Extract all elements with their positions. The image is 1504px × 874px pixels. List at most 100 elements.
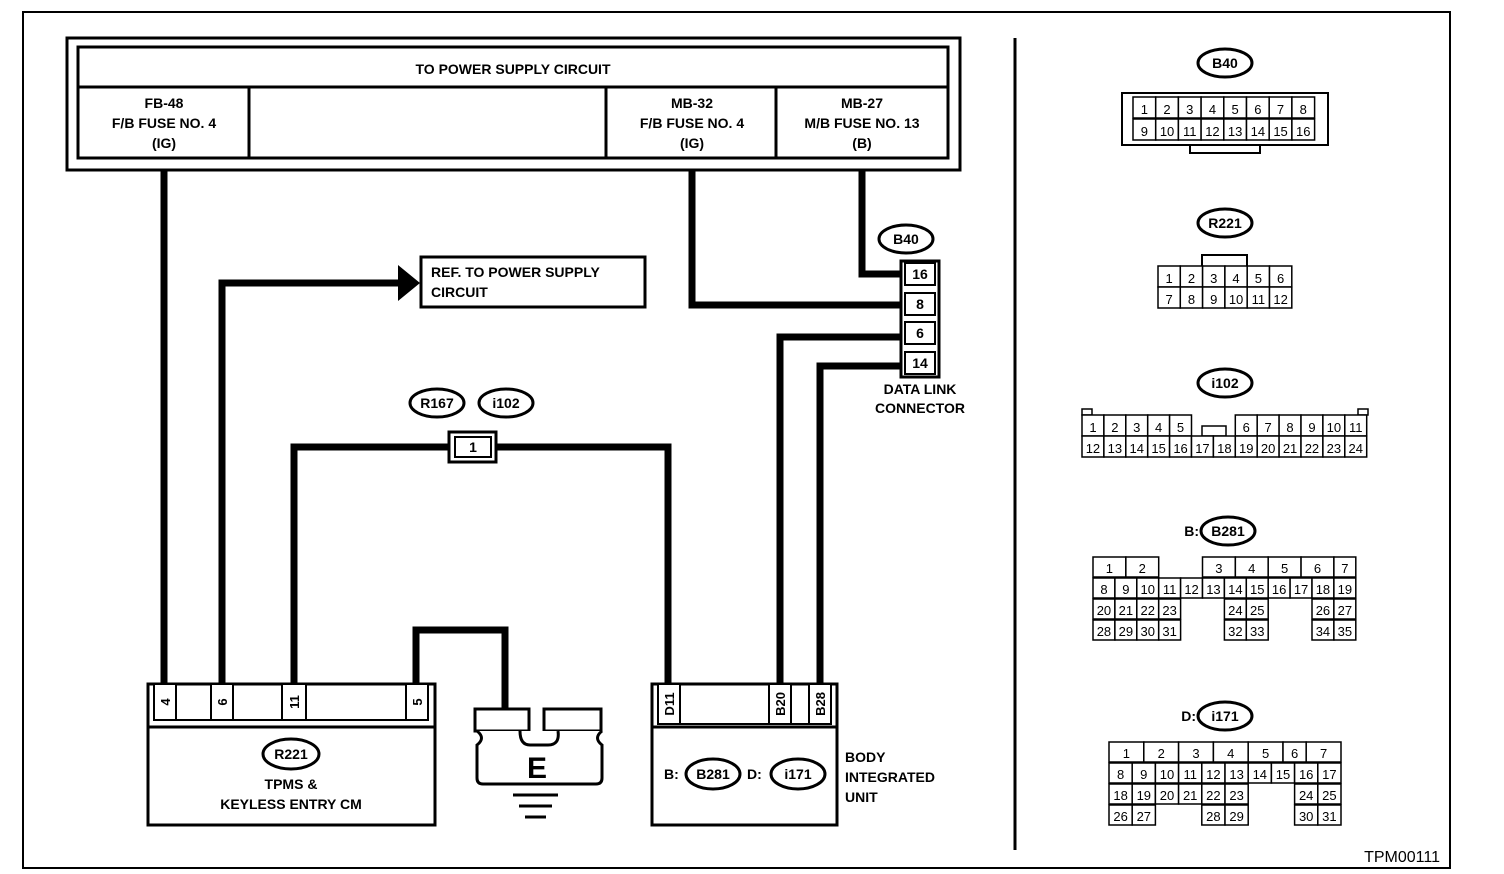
fuse-label: (B): [852, 135, 871, 151]
pin-number: 19: [1137, 788, 1151, 803]
diagram-id-code: TPM00111: [1364, 849, 1440, 866]
pin-number: 18: [1217, 441, 1231, 456]
tag-prefix: D:: [747, 766, 762, 782]
pin-cell: [1305, 741, 1342, 763]
pin-number: 13: [1228, 124, 1242, 139]
wire-mb32-to-dlc8: [688, 170, 902, 309]
power-supply-box: TO POWER SUPPLY CIRCUIT FB-48 F/B FUSE N…: [65, 36, 962, 172]
ref-label: REF. TO POWER SUPPLY: [431, 264, 600, 280]
pin-number: 2: [1188, 271, 1195, 286]
pin-cell: [1245, 598, 1269, 620]
connector-tag-label: i171: [784, 766, 811, 782]
pin-number: 20: [1097, 603, 1111, 618]
connector-tag-label: B281: [1211, 523, 1245, 539]
ground-icon: [513, 793, 558, 819]
pin-cell: [1131, 804, 1157, 826]
connector-tag-label: B40: [1212, 55, 1238, 71]
fuse-label: (IG): [680, 135, 704, 151]
pin-number: 5: [1255, 271, 1262, 286]
tpms-label: KEYLESS ENTRY CM: [220, 796, 362, 812]
pin-number: 23: [1327, 441, 1341, 456]
pin-number: 11: [1349, 420, 1363, 435]
pin-number: 14: [1228, 582, 1242, 597]
pin-number: 12: [1206, 767, 1220, 782]
wire-joint-to-d11: [496, 443, 672, 688]
pin-number: 34: [1316, 624, 1330, 639]
pin-number: 4: [1248, 561, 1255, 576]
connector-tag: [1196, 47, 1254, 79]
wire-pin5-to-ground: [412, 626, 509, 712]
pin-number: 11: [1163, 582, 1177, 597]
pin-cell: [1333, 598, 1357, 620]
pin-number: 32: [1228, 624, 1242, 639]
fuse-label: MB-27: [841, 95, 883, 111]
pin-number: 18: [1113, 788, 1127, 803]
pin-number: 2: [1139, 561, 1146, 576]
fuse-label: MB-32: [671, 95, 713, 111]
pin-number: 35: [1338, 624, 1352, 639]
pin-number: 16: [1299, 767, 1313, 782]
pin-number: 8: [1188, 292, 1195, 307]
connector-tag: [1199, 515, 1257, 547]
pin-number: 7: [1265, 420, 1272, 435]
pin-number: 9: [1210, 292, 1217, 307]
pin-cell: [1125, 556, 1160, 578]
pin-number: 22: [1305, 441, 1319, 456]
pin-number: 12: [1184, 582, 1198, 597]
pin-cell: [1333, 577, 1357, 599]
pin-number: 21: [1119, 603, 1133, 618]
pin-number: 22: [1141, 603, 1155, 618]
pin-number: 30: [1299, 809, 1313, 824]
pin-number: 9: [1140, 767, 1147, 782]
outer-frame: [22, 11, 1451, 869]
wires: [160, 170, 902, 712]
pin-cell: [1291, 118, 1316, 141]
pin-number: 15: [1250, 582, 1264, 597]
pin-number: 5: [1281, 561, 1288, 576]
pin-cell: [1157, 619, 1182, 641]
pin-number: 1: [1089, 420, 1096, 435]
pin-number: 1: [1141, 102, 1148, 117]
pin-cell: [1224, 804, 1249, 826]
pin-number: 16: [1173, 441, 1187, 456]
connector-tag-label: i171: [1211, 708, 1238, 724]
pin-number: 3: [1210, 271, 1217, 286]
pin-number: 24: [1228, 603, 1242, 618]
ref-power-supply-box: REF. TO POWER SUPPLY CIRCUIT: [419, 255, 647, 309]
pin-number: 6: [1243, 420, 1250, 435]
connector-tag-b40: [877, 223, 935, 255]
pin-number: 10: [1327, 420, 1341, 435]
pin-number: 14: [1251, 124, 1265, 139]
ground-label: E: [527, 752, 547, 785]
pin-number: 2: [1111, 420, 1118, 435]
dlc-pin-label: 8: [916, 296, 924, 312]
pin-number: 10: [1229, 292, 1243, 307]
pin-number: 15: [1276, 767, 1290, 782]
pin-number: 9: [1308, 420, 1315, 435]
pin-number: 31: [1322, 809, 1336, 824]
pin-number: 14: [1253, 767, 1267, 782]
pin-number: 29: [1229, 809, 1243, 824]
connector-tag-r221: [261, 737, 321, 771]
pin-number: 8: [1117, 767, 1124, 782]
pin-number: 30: [1141, 624, 1155, 639]
fuse-cell-fb48: FB-48 F/B FUSE NO. 4 (IG): [112, 95, 216, 151]
pin-number: 27: [1338, 603, 1352, 618]
pin-number: 13: [1108, 441, 1122, 456]
tpms-pin-label: 6: [215, 698, 230, 705]
body-integrated-unit: D11 B20 B28 B: B281 D: i171 BODY INTEGRA…: [650, 682, 935, 827]
pin-cell: [1333, 556, 1357, 578]
connector-tag-b281: [684, 757, 742, 791]
pin-cell: [1317, 804, 1342, 826]
connector-tag-i171: [769, 757, 827, 791]
dlc-pin-label: 14: [912, 355, 928, 371]
data-link-connector: B40 16 8 6 14 DATA LINK CONNECTOR: [875, 223, 965, 416]
pin-number: 13: [1206, 582, 1220, 597]
pin-number: 20: [1261, 441, 1275, 456]
tpms-label: TPMS &: [265, 776, 318, 792]
body-pin-label: B28: [813, 692, 828, 716]
pin-number: 4: [1232, 271, 1239, 286]
pin-cell: [1268, 286, 1293, 309]
